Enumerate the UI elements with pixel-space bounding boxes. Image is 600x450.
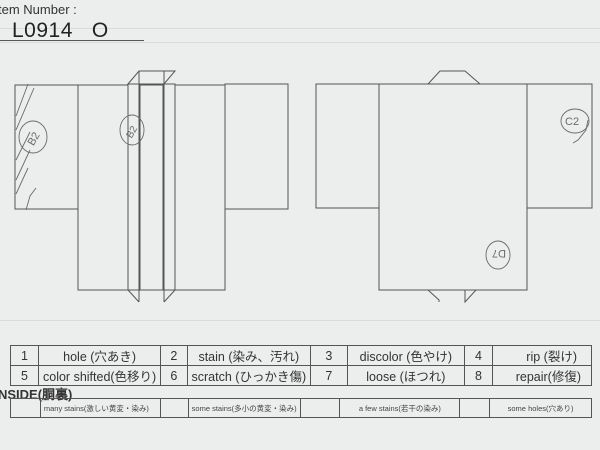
legend-label: hole (穴あき) <box>37 345 162 366</box>
annotation-circle-d7 <box>485 240 511 270</box>
front-collar-left-band <box>127 83 141 291</box>
front-collar-top <box>126 70 177 85</box>
annotation-b2-sleeve: B2 <box>26 130 43 148</box>
annotation-b2-collar: B2 <box>125 124 141 140</box>
back-tab-right <box>464 289 477 304</box>
inside-option-label: some holes(穴あり) <box>489 398 592 418</box>
annotation-d7: D7 <box>492 247 506 259</box>
hatch-marks <box>15 83 37 211</box>
annotation-c2: C2 <box>565 116 579 128</box>
back-right-sleeve <box>526 83 593 209</box>
inside-checkbox[interactable] <box>10 398 41 418</box>
legend-label: discolor (色やけ) <box>346 345 466 366</box>
back-view-kimono <box>315 70 593 304</box>
back-left-sleeve <box>315 83 380 209</box>
back-tab-left <box>427 289 440 302</box>
legend-label: color shifted(色移り) <box>37 365 162 386</box>
kimono-diagram: B2 B2 C2 D7 <box>14 70 593 304</box>
legend-row: 1 hole (穴あき) 2 stain (染み、汚れ) 3 discolor … <box>10 345 592 366</box>
item-number-label: tem Number : <box>0 2 77 17</box>
legend-label: stain (染み、汚れ) <box>186 345 312 366</box>
legend-number: 4 <box>464 345 494 366</box>
inside-condition-table: many stains(激しい黄変・染み) some stains(多小の黄変・… <box>10 398 592 418</box>
legend-number: 8 <box>464 365 494 386</box>
item-number-underline <box>0 40 144 41</box>
annotation-circle-b2-sleeve <box>18 120 48 154</box>
back-collar <box>427 70 481 85</box>
legend-label: scratch (ひっかき傷) <box>186 365 312 386</box>
inside-option-label: many stains(激しい黄変・染み) <box>39 398 161 418</box>
legend-number: 2 <box>160 345 188 366</box>
damage-legend-table: 1 hole (穴あき) 2 stain (染み、汚れ) 3 discolor … <box>10 345 592 386</box>
inside-checkbox[interactable] <box>459 398 491 418</box>
front-collar-right-band <box>162 83 176 291</box>
annotation-circle-b2-collar <box>119 114 145 146</box>
inside-checkbox[interactable] <box>159 398 189 418</box>
background-line <box>0 320 600 321</box>
front-left-sleeve <box>14 84 79 210</box>
legend-number: 1 <box>10 345 39 366</box>
inside-row: many stains(激しい黄変・染み) some stains(多小の黄変・… <box>10 398 592 418</box>
legend-number: 6 <box>160 365 188 386</box>
item-number-value: L0914 O <box>12 19 109 42</box>
legend-number: 3 <box>310 345 348 366</box>
legend-row: 5 color shifted(色移り) 6 scratch (ひっかき傷) 7… <box>10 365 592 386</box>
front-right-sleeve <box>224 83 289 210</box>
legend-number: 7 <box>310 365 348 386</box>
background-line <box>0 42 600 43</box>
legend-label: repair(修復) <box>492 365 592 386</box>
inside-option-label: some stains(多小の黄変・染み) <box>187 398 301 418</box>
front-body <box>77 84 226 291</box>
legend-number: 5 <box>10 365 39 386</box>
legend-label: loose (ほつれ) <box>346 365 466 386</box>
front-view-kimono <box>14 70 289 303</box>
inside-option-label: a few stains(若干の染み) <box>339 398 461 418</box>
annotation-circle-c2 <box>560 108 590 134</box>
background-line <box>0 28 600 29</box>
inside-checkbox[interactable] <box>299 398 341 418</box>
legend-label: rip (裂け) <box>492 345 592 366</box>
